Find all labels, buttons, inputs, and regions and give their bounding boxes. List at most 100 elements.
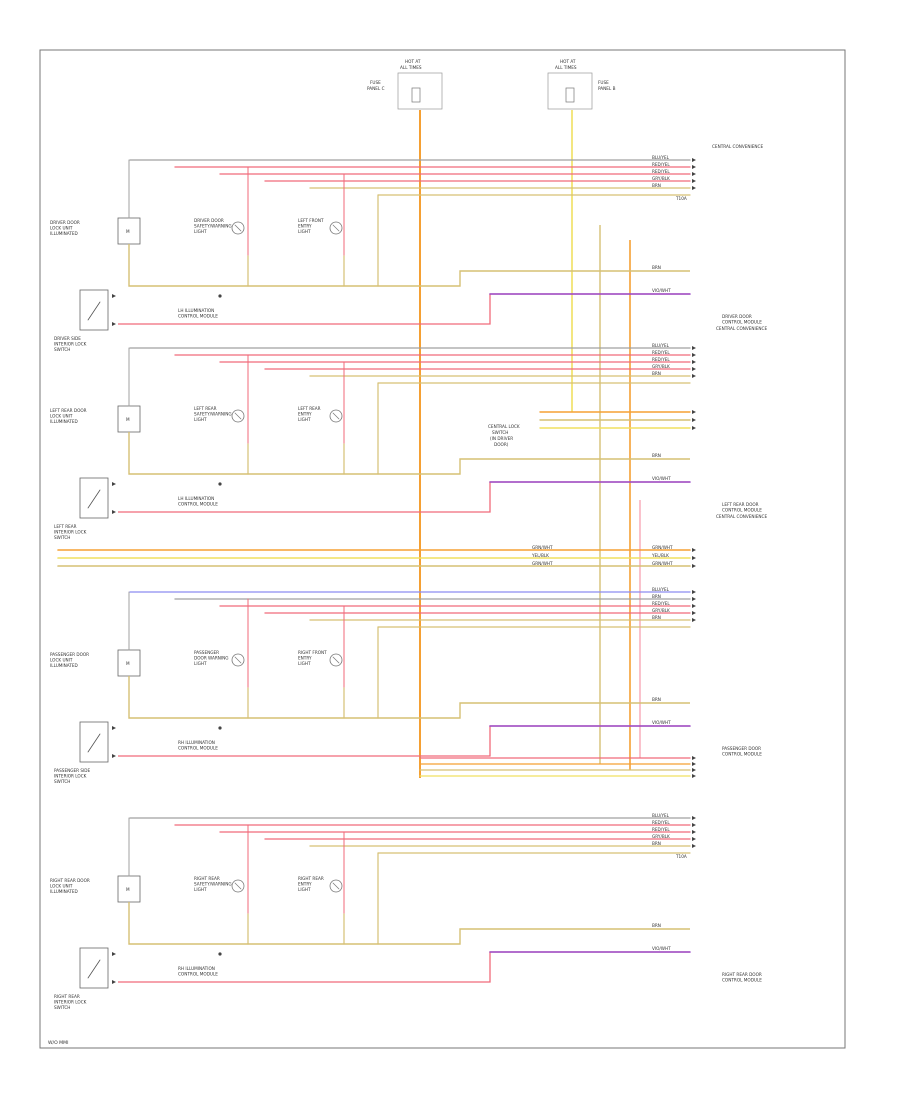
- main-bus-label-0: GRN/WHT: [652, 545, 673, 550]
- lock-unit-label-left-rear-line2: LOCK UNIT: [50, 414, 73, 419]
- switch-contact-passenger: [87, 733, 101, 753]
- switch-contact-right-rear: [87, 959, 101, 979]
- lamp-b-label-passenger-line2: ENTRY: [298, 656, 312, 661]
- lamp-a-label-right-rear-line1: RIGHT REAR: [194, 876, 220, 881]
- lamp-b-right-rear: [329, 879, 343, 893]
- center-bus-connector-0: [692, 410, 696, 414]
- bus-label-passenger-3: GRY/BLK: [652, 608, 670, 613]
- lamp-a-label-left-rear-line1: LEFT REAR: [194, 406, 217, 411]
- switch-label-driver-line3: SWITCH: [54, 347, 70, 352]
- bus-connector-left-rear-1: [692, 353, 696, 357]
- lamp-a-label-right-rear-line2: SAFETY/WARNING: [194, 882, 232, 887]
- switch-label-right-rear-line3: SWITCH: [54, 1005, 70, 1010]
- lamp-b-label-passenger-line1: RIGHT FRONT: [298, 650, 327, 655]
- illum-label-left-rear-line2: CONTROL MODULE: [178, 502, 218, 507]
- module-note-left-rear: CENTRAL CONVENIENCE: [716, 514, 767, 519]
- lamp-b-label-left-rear-line2: ENTRY: [298, 412, 312, 417]
- bus-label-right-rear-0: BLU/YEL: [652, 813, 670, 818]
- door-sections: BLU/YEL RED/YEL RED/YEL GRY/BLK BRN T10A M DRIV…: [50, 155, 767, 1010]
- switch-label-left-rear-line2: INTERIOR LOCK: [54, 530, 87, 535]
- center-lock-switch: CENTRAL LOCK SWITCH (IN DRIVER DOOR): [488, 424, 520, 447]
- top-right-note: CENTRAL CONVENIENCE: [712, 144, 763, 149]
- illum-node-passenger: [218, 726, 222, 730]
- module-label-right-rear-line1: RIGHT REAR DOOR: [722, 972, 762, 977]
- motor-symbol-right-rear: M: [126, 887, 130, 892]
- center-switch-line2: SWITCH: [492, 430, 508, 435]
- switch-conn-top-right-rear: [112, 952, 116, 956]
- bus-connector-driver-0: [692, 158, 696, 162]
- right-fuse-line2: PANEL B: [598, 86, 616, 91]
- bus-label-passenger-4: BRN: [652, 615, 661, 620]
- bus-label-driver-4: BRN: [652, 183, 661, 188]
- illum-node-left-rear: [218, 482, 222, 486]
- bus-connector-right-rear-0: [692, 816, 696, 820]
- module-label-passenger-line2: CONTROL MODULE: [722, 752, 762, 757]
- bus-connector-right-rear-4: [692, 844, 696, 848]
- bus-connector-passenger-1: [692, 597, 696, 601]
- right-feed-line2: ALL TIMES: [555, 65, 577, 70]
- bus-connector-left-rear-0: [692, 346, 696, 350]
- lamp-a-label-passenger-line1: PASSENGER: [194, 650, 219, 655]
- right-feed-line1: HOT AT: [560, 59, 576, 64]
- illum-label-right-rear-line2: CONTROL MODULE: [178, 972, 218, 977]
- bus-connector-passenger-0: [692, 590, 696, 594]
- lamp-b-passenger: [329, 653, 343, 667]
- lock-unit-label-left-rear-line1: LEFT REAR DOOR: [50, 408, 87, 413]
- lock-unit-label-passenger-line3: ILLUMINATED: [50, 663, 78, 668]
- door-section-right-rear: BLU/YELRED/YELRED/YELGRY/BLKBRNT10AMRIGH…: [50, 813, 762, 1010]
- bus-label-right-rear-2: RED/YEL: [652, 827, 670, 832]
- main-bus-connector-1: [692, 556, 696, 560]
- lock-unit-label-driver-line1: DRIVER DOOR: [50, 220, 80, 225]
- switch-label-passenger-line2: INTERIOR LOCK: [54, 774, 87, 779]
- lamp-b-label-passenger-line3: LIGHT: [298, 661, 311, 666]
- lock-unit-label-right-rear-line1: RIGHT REAR DOOR: [50, 878, 90, 883]
- bus-label-left-rear-2: RED/YEL: [652, 357, 670, 362]
- module-label-driver-line2: CONTROL MODULE: [722, 320, 762, 325]
- bus-connector-right-rear-2: [692, 830, 696, 834]
- lamp-a-label-left-rear-line2: SAFETY/WARNING: [194, 412, 232, 417]
- lamp-a-label-driver-line1: DRIVER DOOR: [194, 218, 224, 223]
- lock-unit-label-left-rear-line3: ILLUMINATED: [50, 419, 78, 424]
- bus-connector-passenger-4: [692, 618, 696, 622]
- lamp-b-label-right-rear-line2: ENTRY: [298, 882, 312, 887]
- center-switch-line1: CENTRAL LOCK: [488, 424, 520, 429]
- bus-label-passenger-1: BRN: [652, 594, 661, 599]
- left-feed-line1: HOT AT: [405, 59, 421, 64]
- module-label-passenger-line1: PASSENGER DOOR: [722, 746, 761, 751]
- bus-label-passenger-0: BLU/YEL: [652, 587, 670, 592]
- main-bus-mid-label-1: YEL/BLK: [531, 553, 549, 558]
- lamp-a-label-right-rear-line3: LIGHT: [194, 887, 207, 892]
- illum-label-driver-line1: LH ILLUMINATION: [178, 308, 214, 313]
- illum-label-passenger-line2: CONTROL MODULE: [178, 746, 218, 751]
- lock-unit-label-passenger-line1: PASSENGER DOOR: [50, 652, 89, 657]
- lamp-b-filament-right-rear: [332, 882, 340, 890]
- right-fuse-icon: [565, 87, 575, 103]
- header-right-feed: HOT AT ALL TIMES FUSE PANEL B: [547, 59, 616, 110]
- illum-label-left-rear-line1: LH ILLUMINATION: [178, 496, 214, 501]
- switch-label-left-rear-line3: SWITCH: [54, 535, 70, 540]
- lamp-a-filament-passenger: [234, 656, 242, 664]
- lamp-b-label-left-rear-line3: LIGHT: [298, 417, 311, 422]
- module-label-driver-line1: DRIVER DOOR: [722, 314, 752, 319]
- diagram-frame: [39, 49, 846, 1049]
- illum-label-passenger-line1: RH ILLUMINATION: [178, 740, 215, 745]
- bus-label-left-rear-4: BRN: [652, 371, 661, 376]
- bus-connector-id-driver: T10A: [675, 196, 687, 201]
- bus-label-passenger-2: RED/YEL: [652, 601, 670, 606]
- lamp-a-filament-driver: [234, 224, 242, 232]
- main-bus-label-1: YEL/BLK: [651, 553, 669, 558]
- collector-connector-2: [692, 768, 696, 772]
- bus-label-left-rear-1: RED/YEL: [652, 350, 670, 355]
- switch-conn-top-driver: [112, 294, 116, 298]
- main-bus-mid-label-0: GRN/WHT: [532, 545, 553, 550]
- lamp-b-filament-left-rear: [332, 412, 340, 420]
- lock-unit-label-right-rear-line3: ILLUMINATED: [50, 889, 78, 894]
- lamp-a-filament-left-rear: [234, 412, 242, 420]
- motor-symbol-driver: M: [126, 229, 130, 234]
- bus-connector-driver-4: [692, 186, 696, 190]
- left-fuse-line1: FUSE: [370, 80, 381, 85]
- lamp-b-label-driver-line2: ENTRY: [298, 224, 312, 229]
- brown-label-passenger: BRN: [652, 697, 661, 702]
- switch-contact-driver: [87, 301, 101, 321]
